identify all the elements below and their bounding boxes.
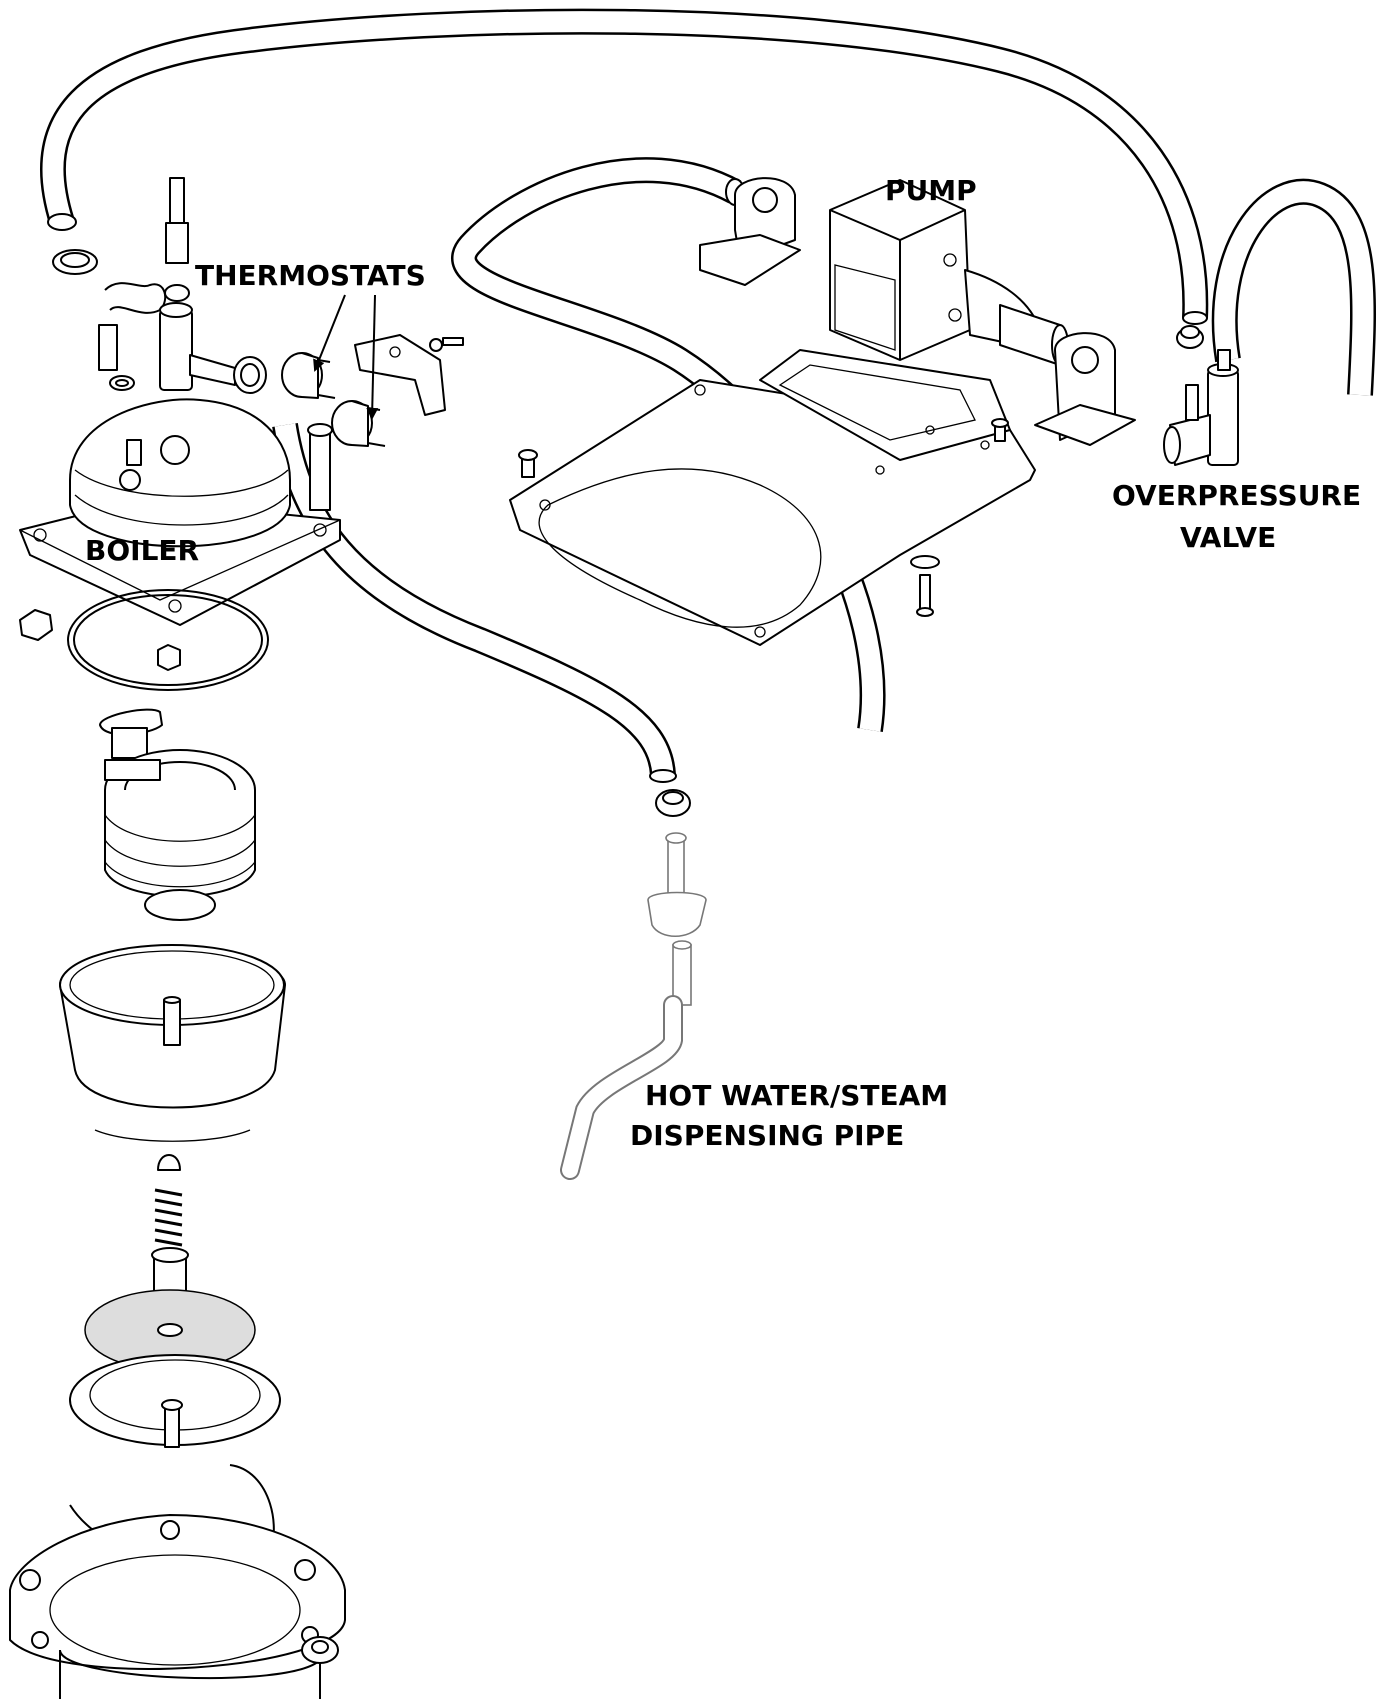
steam-hose [272, 422, 677, 783]
label-overpressure-valve-line2: VALVE [1180, 521, 1276, 554]
heating-element [99, 708, 256, 921]
steam-valve-pin [164, 177, 190, 302]
hose-clamp-left [52, 249, 98, 275]
overpressure-valve [1163, 325, 1239, 466]
pump-mount-right [1034, 332, 1136, 446]
brewing-cup [59, 944, 286, 1142]
label-dispensing-pipe-line1: HOT WATER/STEAM [645, 1079, 948, 1112]
label-dispensing-pipe-line2: DISPENSING PIPE [630, 1119, 904, 1152]
overpressure-outlet-hose [1211, 178, 1377, 396]
thermostat-bracket [354, 334, 464, 416]
small-hose-clamp [233, 356, 267, 394]
hose-clamp-dispensing [655, 789, 691, 817]
plate-screw-washer [910, 555, 940, 617]
shower-holder [69, 1354, 281, 1448]
thermostat-2 [331, 400, 386, 447]
base-plate [509, 349, 1036, 646]
label-pump: PUMP [885, 174, 977, 207]
boiler-base [9, 1514, 346, 1699]
cap-nut [301, 1636, 339, 1664]
tee-fitting [98, 302, 236, 391]
label-overpressure-valve-line1: OVERPRESSURE [1112, 479, 1361, 512]
clip-spring [104, 282, 167, 314]
dispensing-pipe [560, 832, 707, 1180]
thermostats-leader-arrows [313, 294, 379, 420]
thermostat-1 [281, 352, 336, 399]
label-boiler: BOILER [85, 534, 199, 567]
boiler [19, 398, 341, 626]
label-thermostats: THERMOSTATS [195, 259, 426, 292]
boiler-bolt [307, 423, 333, 511]
top-hose [40, 8, 1209, 325]
boiler-gasket [67, 589, 269, 691]
valve-ball [157, 1154, 181, 1171]
hex-nut [19, 609, 53, 641]
plate-screw-right [991, 418, 1009, 442]
valve-spring [154, 1188, 183, 1247]
pump [699, 177, 1069, 366]
plate-screw-left [518, 449, 538, 478]
